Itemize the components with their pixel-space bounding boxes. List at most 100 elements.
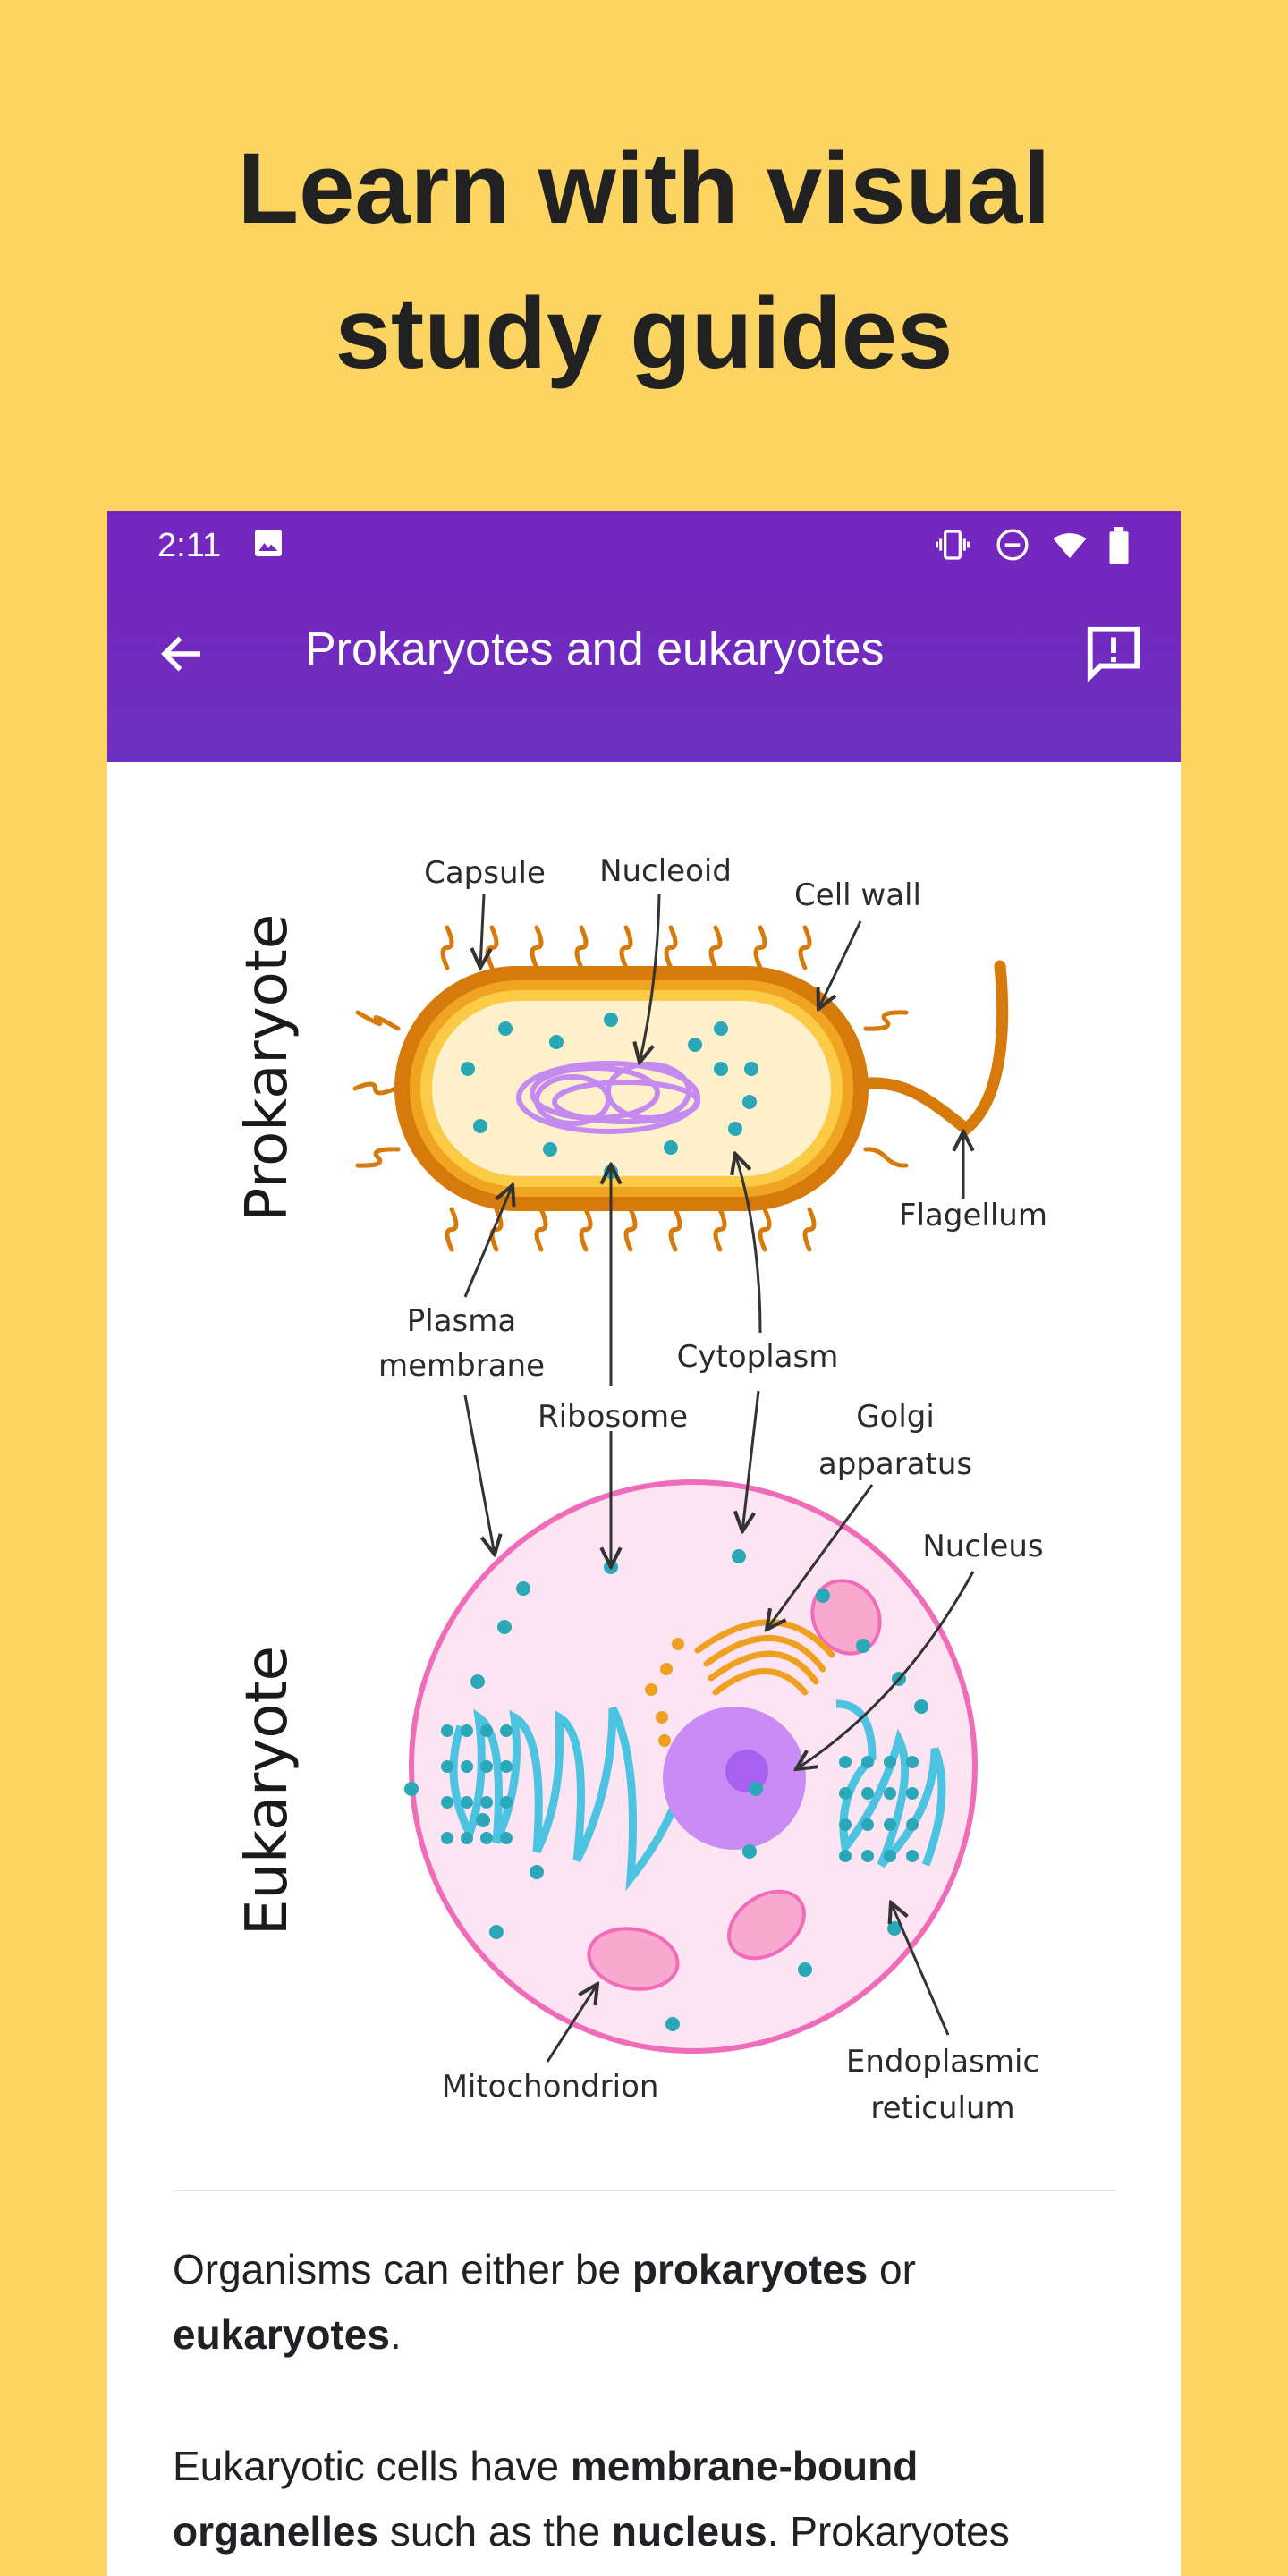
label-golgi: Golgi — [856, 1399, 935, 1435]
label-ribosome: Ribosome — [538, 1399, 688, 1435]
label-nucleus: Nucleus — [922, 1529, 1043, 1564]
ribosome-dot — [839, 1756, 852, 1768]
divider — [173, 2190, 1116, 2191]
text-run: . — [389, 2311, 402, 2358]
ribosome-dot — [500, 1760, 513, 1773]
ribosome-dot — [470, 1674, 485, 1689]
pilus — [355, 1147, 401, 1168]
pilus — [863, 1010, 909, 1031]
ribosome-dot — [480, 1724, 493, 1737]
cell-diagram: Prokaryote Eukaryote Capsule Nucleoid Ce… — [234, 853, 1047, 2126]
do-not-disturb-icon — [996, 529, 1029, 561]
ribosome-dot — [489, 1925, 504, 1939]
ribosome-dot — [664, 1140, 678, 1155]
ribosome-dot — [856, 1639, 870, 1653]
text-run: such as the — [378, 2508, 612, 2555]
eukaryote-cell — [404, 1479, 978, 2054]
ribosome-dot — [906, 1850, 919, 1862]
ribosome-dot — [476, 1813, 490, 1827]
prokaryote-pili — [352, 925, 909, 1252]
phone-screen: 2:11 Prokaryotes and eukaryotes — [107, 511, 1181, 2576]
prokaryote-title: Prokaryote — [234, 914, 301, 1223]
arrow-back-icon[interactable] — [156, 627, 209, 681]
pilus — [758, 1207, 772, 1252]
ribosome-dot — [906, 1756, 919, 1768]
rough-er-ribosomes — [441, 1724, 919, 1862]
ribosome-dot — [884, 1818, 896, 1831]
article-body: Organisms can either be prokaryotes or e… — [173, 2237, 1121, 2576]
ribosome-dot — [461, 1760, 473, 1773]
ribosome-dot — [884, 1756, 896, 1768]
pilus — [753, 925, 767, 970]
ribosome-dot — [441, 1724, 453, 1737]
report-feedback-icon[interactable] — [1082, 622, 1145, 684]
flagellum — [852, 960, 1009, 1137]
ribosome-dot — [665, 2017, 680, 2031]
ribosome-dot — [749, 1782, 763, 1796]
pilus — [489, 1207, 504, 1252]
ribosome-dot — [839, 1787, 852, 1800]
ribosome-dot — [906, 1787, 919, 1800]
ribosome-dot — [441, 1760, 453, 1773]
label-golgi-2: apparatus — [818, 1446, 972, 1482]
text-run: Organisms can either be — [173, 2246, 632, 2292]
ribosome-dot — [742, 1095, 757, 1109]
ribosome-dot — [861, 1850, 874, 1862]
pilus — [798, 925, 812, 970]
ribosome-dot — [861, 1818, 874, 1831]
app-bar: Prokaryotes and eukaryotes — [107, 582, 1181, 762]
ribosome-dot — [688, 1038, 702, 1052]
ribosome-dot — [839, 1850, 852, 1862]
ribosome-dot — [461, 1724, 473, 1737]
pilus — [440, 925, 454, 970]
label-plasma-membrane: Plasma — [407, 1303, 516, 1339]
status-time: 2:11 — [157, 527, 222, 564]
vibrate-icon — [936, 530, 970, 560]
bold-term: membrane-bound organelles — [173, 2443, 919, 2555]
label-mitochondrion: Mitochondrion — [442, 2069, 659, 2105]
nucleus — [663, 1707, 806, 1850]
status-bar: 2:11 — [107, 511, 1181, 582]
pilus — [534, 1207, 548, 1252]
ribosome-dot — [480, 1796, 493, 1809]
ribosome-dot — [884, 1850, 896, 1862]
ribosome-dot — [441, 1832, 453, 1844]
paragraph-2: Eukaryotic cells have membrane-bound org… — [173, 2434, 1121, 2564]
ribosome-dot — [404, 1782, 419, 1796]
bold-term: prokaryotes — [631, 2246, 869, 2292]
page-title: Prokaryotes and eukaryotes — [305, 623, 885, 675]
pilus — [664, 925, 678, 970]
label-plasma-membrane-2: membrane — [378, 1348, 545, 1384]
ribosome-dot — [732, 1549, 746, 1563]
ribosome-dot — [714, 1062, 728, 1076]
eukaryote-title: Eukaryote — [234, 1646, 301, 1936]
label-endoplasmic-reticulum: Endoplasmic — [846, 2044, 1039, 2080]
ribosome-dot — [914, 1699, 928, 1714]
label-endoplasmic-reticulum-2: reticulum — [870, 2090, 1014, 2126]
pilus — [668, 1207, 682, 1252]
pilus — [623, 1207, 638, 1252]
pilus — [355, 1010, 401, 1031]
pilus — [485, 925, 499, 970]
battery-icon — [1109, 527, 1129, 564]
wifi-icon — [1053, 533, 1087, 558]
ribosome-dot — [441, 1796, 453, 1809]
label-nucleoid: Nucleoid — [599, 853, 732, 889]
ribosome-dot — [461, 1796, 473, 1809]
headline-line-2: study guides — [335, 277, 953, 389]
mitochondria — [587, 1579, 882, 1991]
ribosome-dot — [906, 1818, 919, 1831]
ribosome-dot — [742, 1844, 757, 1859]
pilus — [574, 925, 589, 970]
headline-line-1: Learn with visual — [237, 132, 1051, 244]
image-icon — [255, 530, 282, 556]
label-capsule: Capsule — [424, 855, 546, 891]
pilus — [708, 925, 723, 970]
pilus — [619, 925, 633, 970]
text-run: Eukaryotic cells have — [173, 2443, 571, 2489]
ribosome-dot — [884, 1787, 896, 1800]
text-run: . Prokaryotes — [767, 2508, 1010, 2555]
ribosome-dot — [480, 1832, 493, 1844]
ribosome-dot — [461, 1062, 475, 1076]
label-arrows — [463, 894, 973, 2063]
